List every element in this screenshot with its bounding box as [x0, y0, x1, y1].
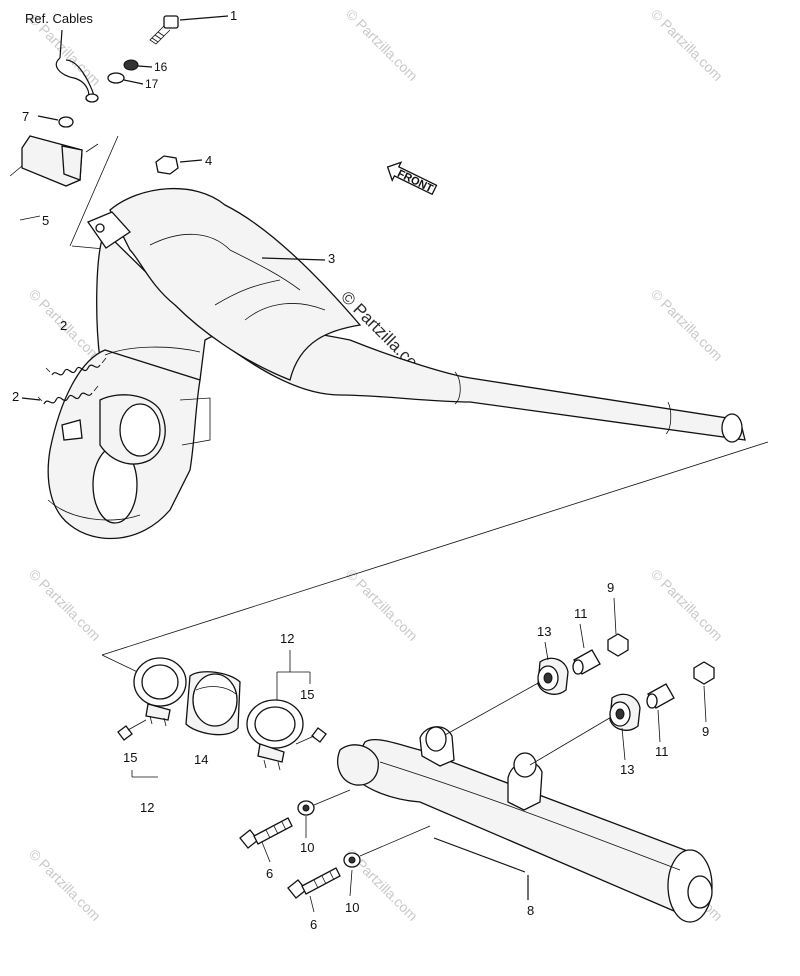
watermark-tile: © Partzilla.com	[648, 566, 726, 644]
expansion-chamber-3	[47, 188, 746, 540]
callout-12-top: 12	[280, 631, 294, 646]
callout-10-lower: 10	[345, 900, 359, 915]
clamp-12-right	[246, 699, 304, 771]
callout-15-top: 15	[300, 687, 314, 702]
watermark-tile: © Partzilla.com	[343, 6, 421, 84]
callout-6-lower: 6	[310, 917, 317, 932]
callout-15-bottom: 15	[123, 750, 137, 765]
callout-9-lower: 9	[702, 724, 709, 739]
washer-16	[123, 59, 139, 71]
washer-17	[107, 72, 125, 84]
watermark-tile: © Partzilla.com	[648, 286, 726, 364]
callout-9-upper: 9	[607, 580, 614, 595]
bolt-15-right	[295, 727, 327, 745]
nut-9-upper	[607, 633, 629, 657]
callout-10-upper: 10	[300, 840, 314, 855]
callout-11-lower: 11	[655, 744, 669, 759]
nut-9-lower	[693, 661, 715, 685]
front-label: FRONT	[395, 168, 435, 196]
grommet-13-lower	[609, 693, 641, 731]
watermark-tile: © Partzilla.com	[26, 846, 104, 924]
callout-12-bottom: 12	[140, 800, 154, 815]
watermark-tile: © Partzilla.com	[26, 566, 104, 644]
callout-13-upper: 13	[537, 624, 551, 639]
callout-11-upper: 11	[574, 606, 588, 621]
callout-6-upper: 6	[266, 866, 273, 881]
callout-4: 4	[205, 153, 212, 168]
bolt-6-upper	[239, 817, 293, 849]
bracket-5	[21, 135, 99, 187]
top-hardware-group	[9, 15, 229, 251]
callout-1: 1	[230, 8, 237, 23]
watermark-tile: © Partzilla.com	[343, 566, 421, 644]
clamp-12-left	[133, 657, 187, 727]
bolt-1	[149, 15, 179, 45]
nut-4	[155, 155, 179, 175]
spring-2-upper	[45, 357, 107, 376]
callout-13-lower: 13	[620, 762, 634, 777]
connector-14	[185, 671, 241, 736]
grommet-13-upper	[537, 657, 569, 695]
assembly-reference-line	[101, 441, 769, 656]
callout-2-upper: 2	[60, 318, 67, 333]
callout-7: 7	[22, 109, 29, 124]
bolt-15-left	[117, 719, 147, 741]
callout-14: 14	[194, 752, 208, 767]
bolt-6-lower	[287, 867, 341, 899]
callout-3: 3	[328, 251, 335, 266]
callout-17: 17	[145, 77, 159, 91]
callout-8: 8	[527, 903, 534, 918]
silencer-8	[337, 726, 713, 923]
collar-11-upper	[572, 649, 601, 675]
collar-11-lower	[646, 683, 675, 709]
front-arrow: FRONT	[386, 161, 438, 196]
callout-5: 5	[42, 213, 49, 228]
callout-16: 16	[154, 60, 168, 74]
watermark-tile: © Partzilla.com	[648, 6, 726, 84]
label-ref-cables: Ref. Cables	[25, 11, 93, 26]
callout-2-lower: 2	[12, 389, 19, 404]
washer-7	[58, 116, 74, 128]
spring-2-lower	[37, 385, 99, 405]
